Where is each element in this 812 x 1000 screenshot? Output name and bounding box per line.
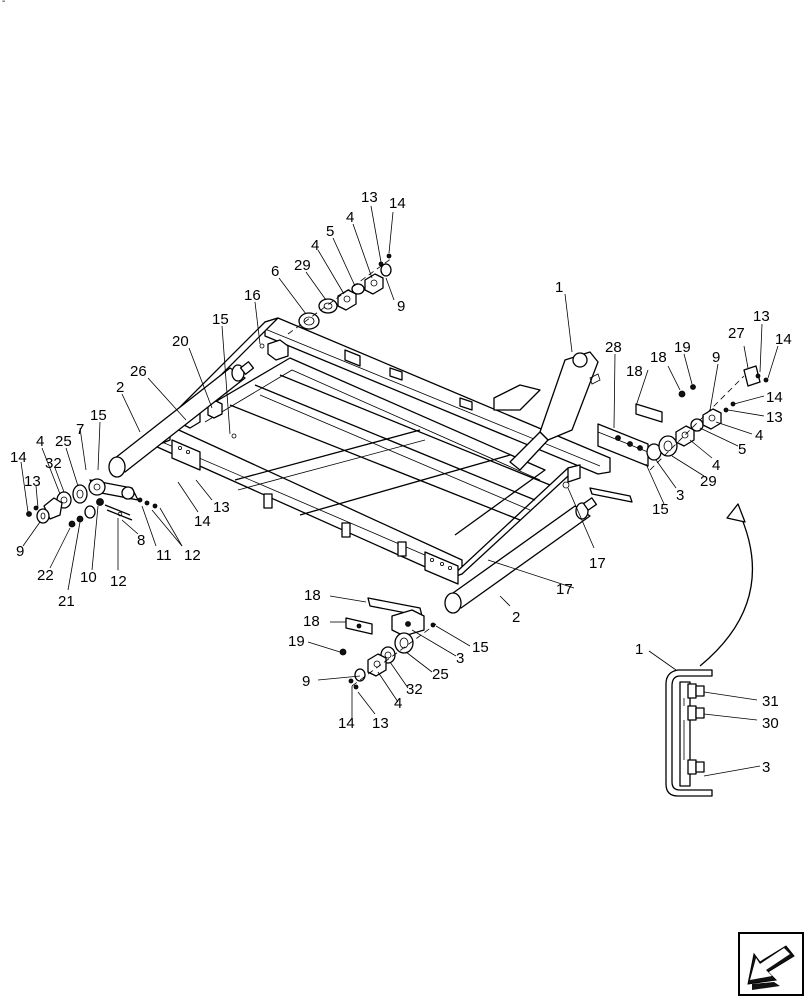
callout: 31 [762,693,779,710]
callout: 15 [90,407,107,424]
callout: 9 [397,298,405,315]
callout: 9 [302,673,310,690]
callout: 22 [37,567,54,584]
callout-labels: 13 14 4 5 4 6 29 9 16 15 20 26 2 15 7 25… [10,189,792,776]
callout: 19 [288,633,305,650]
callout: 17 [556,581,573,598]
callout: 1 [555,279,563,296]
callout: 5 [738,441,746,458]
callout: 13 [361,189,378,206]
callout: 18 [303,613,320,630]
callout: 13 [753,308,770,325]
callout: 2 [116,379,124,396]
callout: 32 [406,681,423,698]
callout: 5 [326,223,334,240]
callout: 14 [338,715,355,732]
callout: 29 [700,473,717,490]
callout: 14 [194,513,211,530]
callout: 3 [676,487,684,504]
detail-inset [665,503,754,797]
callout: 4 [712,457,720,474]
callout: 9 [16,543,24,560]
callout: 13 [372,715,389,732]
callout: 6 [271,263,279,280]
callout: 15 [652,501,669,518]
callout: 18 [304,587,321,604]
callout: 15 [212,311,229,328]
right-hardware [562,365,769,503]
callout: 7 [76,421,84,438]
callout: 4 [394,695,402,712]
callout: 25 [432,666,449,683]
callout: 9 [712,349,720,366]
callout: 19 [674,339,691,356]
callout: 12 [184,547,201,564]
callout: 4 [36,433,44,450]
callout: 14 [775,331,792,348]
callout: 12 [110,573,127,590]
callout: 4 [311,237,319,254]
callout: 27 [728,325,745,342]
callout: 14 [389,195,406,212]
callout: 21 [58,593,75,610]
callout: 1 [635,641,643,658]
top-hardware [231,253,393,439]
callout: 4 [755,427,763,444]
callout: 13 [766,409,783,426]
left-hardware [26,478,158,528]
corner-mark: - [2,0,6,7]
callout: 13 [213,499,230,516]
callout: 14 [10,449,27,466]
hydraulic-cylinder-left [108,361,255,478]
callout: 13 [24,473,41,490]
callout: 28 [605,339,622,356]
callout: 30 [762,715,779,732]
bottom-hardware [339,597,437,690]
callout: 32 [45,455,62,472]
callout: 14 [766,389,783,406]
hydraulic-cylinder-right [444,497,598,614]
callout: 4 [346,209,354,226]
callout: 11 [156,547,172,564]
callout: 25 [55,433,72,450]
callout: 16 [244,287,261,304]
callout: 15 [472,639,489,656]
callout: 17 [589,555,606,572]
callout: 29 [294,257,311,274]
callout: 8 [137,532,145,549]
callout: 3 [762,759,770,776]
callout: 18 [650,349,667,366]
leader-lines [20,205,779,777]
next-page-arrow-icon[interactable] [738,932,804,996]
callout: 10 [80,569,97,586]
callout: 3 [456,650,464,667]
callout: 20 [172,333,189,350]
callout: 2 [512,609,520,626]
callout: 26 [130,363,147,380]
callout: 18 [626,363,643,380]
